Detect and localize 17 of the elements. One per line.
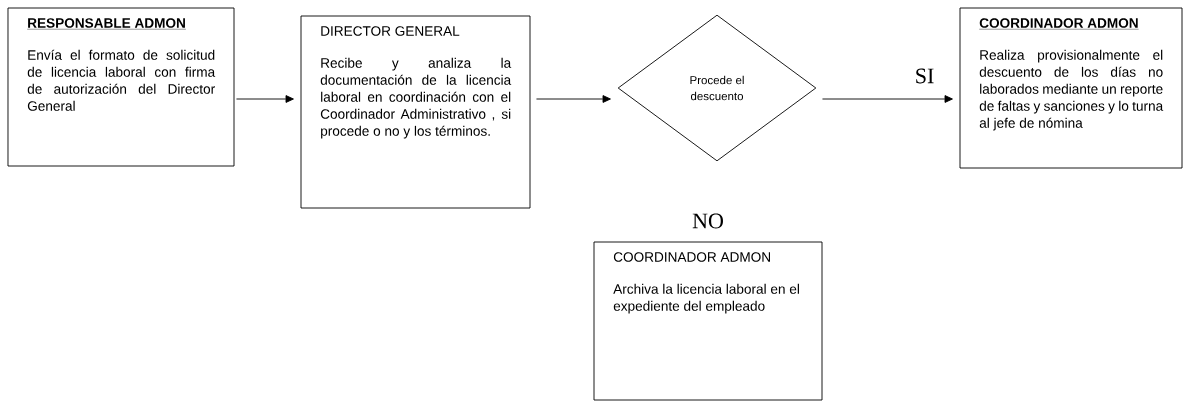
box-heading: DIRECTOR GENERAL [321,26,460,36]
process-box [959,7,1183,169]
box-text: Archiva la licencia laboral en el expediente del empleado [613,283,799,314]
box-heading: COORDINADOR ADMON [979,18,1139,30]
arrow [822,95,953,103]
box-text: Realiza provisionalmente el descuento de los días no laborados mediante un reporte de faltas y sanciones y lo turna al jefe de nómina [979,49,1164,131]
arrow [536,95,611,103]
branch-label: NO [692,213,723,229]
edge-label: SI [916,68,934,84]
box-text: Recibe y analiza la documentación de la licencia laboral en coordinación con el Coordinador Administrativo , si procede o no y los términos. [320,57,512,139]
arrow [236,95,294,103]
box-heading: RESPONSABLE ADMON [27,18,187,30]
box-text: Envía el formato de solicitud de licencia laboral con firma de autorización del Director General [27,49,216,111]
process-box [593,241,823,401]
box-heading: COORDINADOR ADMON [613,252,770,262]
process-box [300,15,531,209]
process-box [7,7,235,167]
